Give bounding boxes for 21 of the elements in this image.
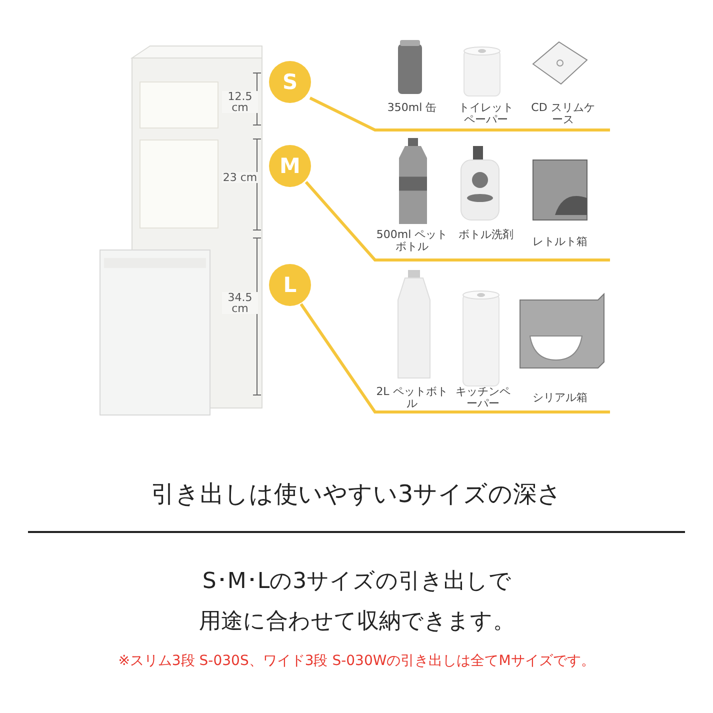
leader-line xyxy=(300,303,610,414)
item-caption: CD スリムケース xyxy=(530,102,596,126)
item-caption: キッチンペーパー xyxy=(454,386,512,410)
item-caption: レトルト箱 xyxy=(532,236,588,248)
item-caption: シリアル箱 xyxy=(532,392,588,404)
size-badge: L xyxy=(269,264,311,306)
dimension-label: 34.5 cm xyxy=(222,292,258,314)
footnote: ※スリム3段 S-030S、ワイド3段 S-030Wの引き出しは全てMサイズです。 xyxy=(117,652,596,670)
dimension-label: 23 cm xyxy=(222,172,258,183)
item-caption: 350ml 缶 xyxy=(386,102,438,114)
heading: 引き出しは使いやすい3サイズの深さ xyxy=(150,479,564,510)
item-caption: トイレットペーパー xyxy=(458,102,514,126)
leader-line xyxy=(304,181,610,262)
size-badge: S xyxy=(269,61,311,103)
size-badge: M xyxy=(269,145,311,187)
body-text: S･M･Lの3サイズの引き出しで用途に合わせて収納できます。 xyxy=(198,568,516,636)
dimension-label: 12.5 cm xyxy=(222,91,258,113)
item-caption: ボトル洗剤 xyxy=(458,229,514,241)
item-caption: 2L ペットボトル xyxy=(375,386,449,410)
leader-line xyxy=(309,96,610,132)
item-caption: 500ml ペットボトル xyxy=(375,229,449,253)
